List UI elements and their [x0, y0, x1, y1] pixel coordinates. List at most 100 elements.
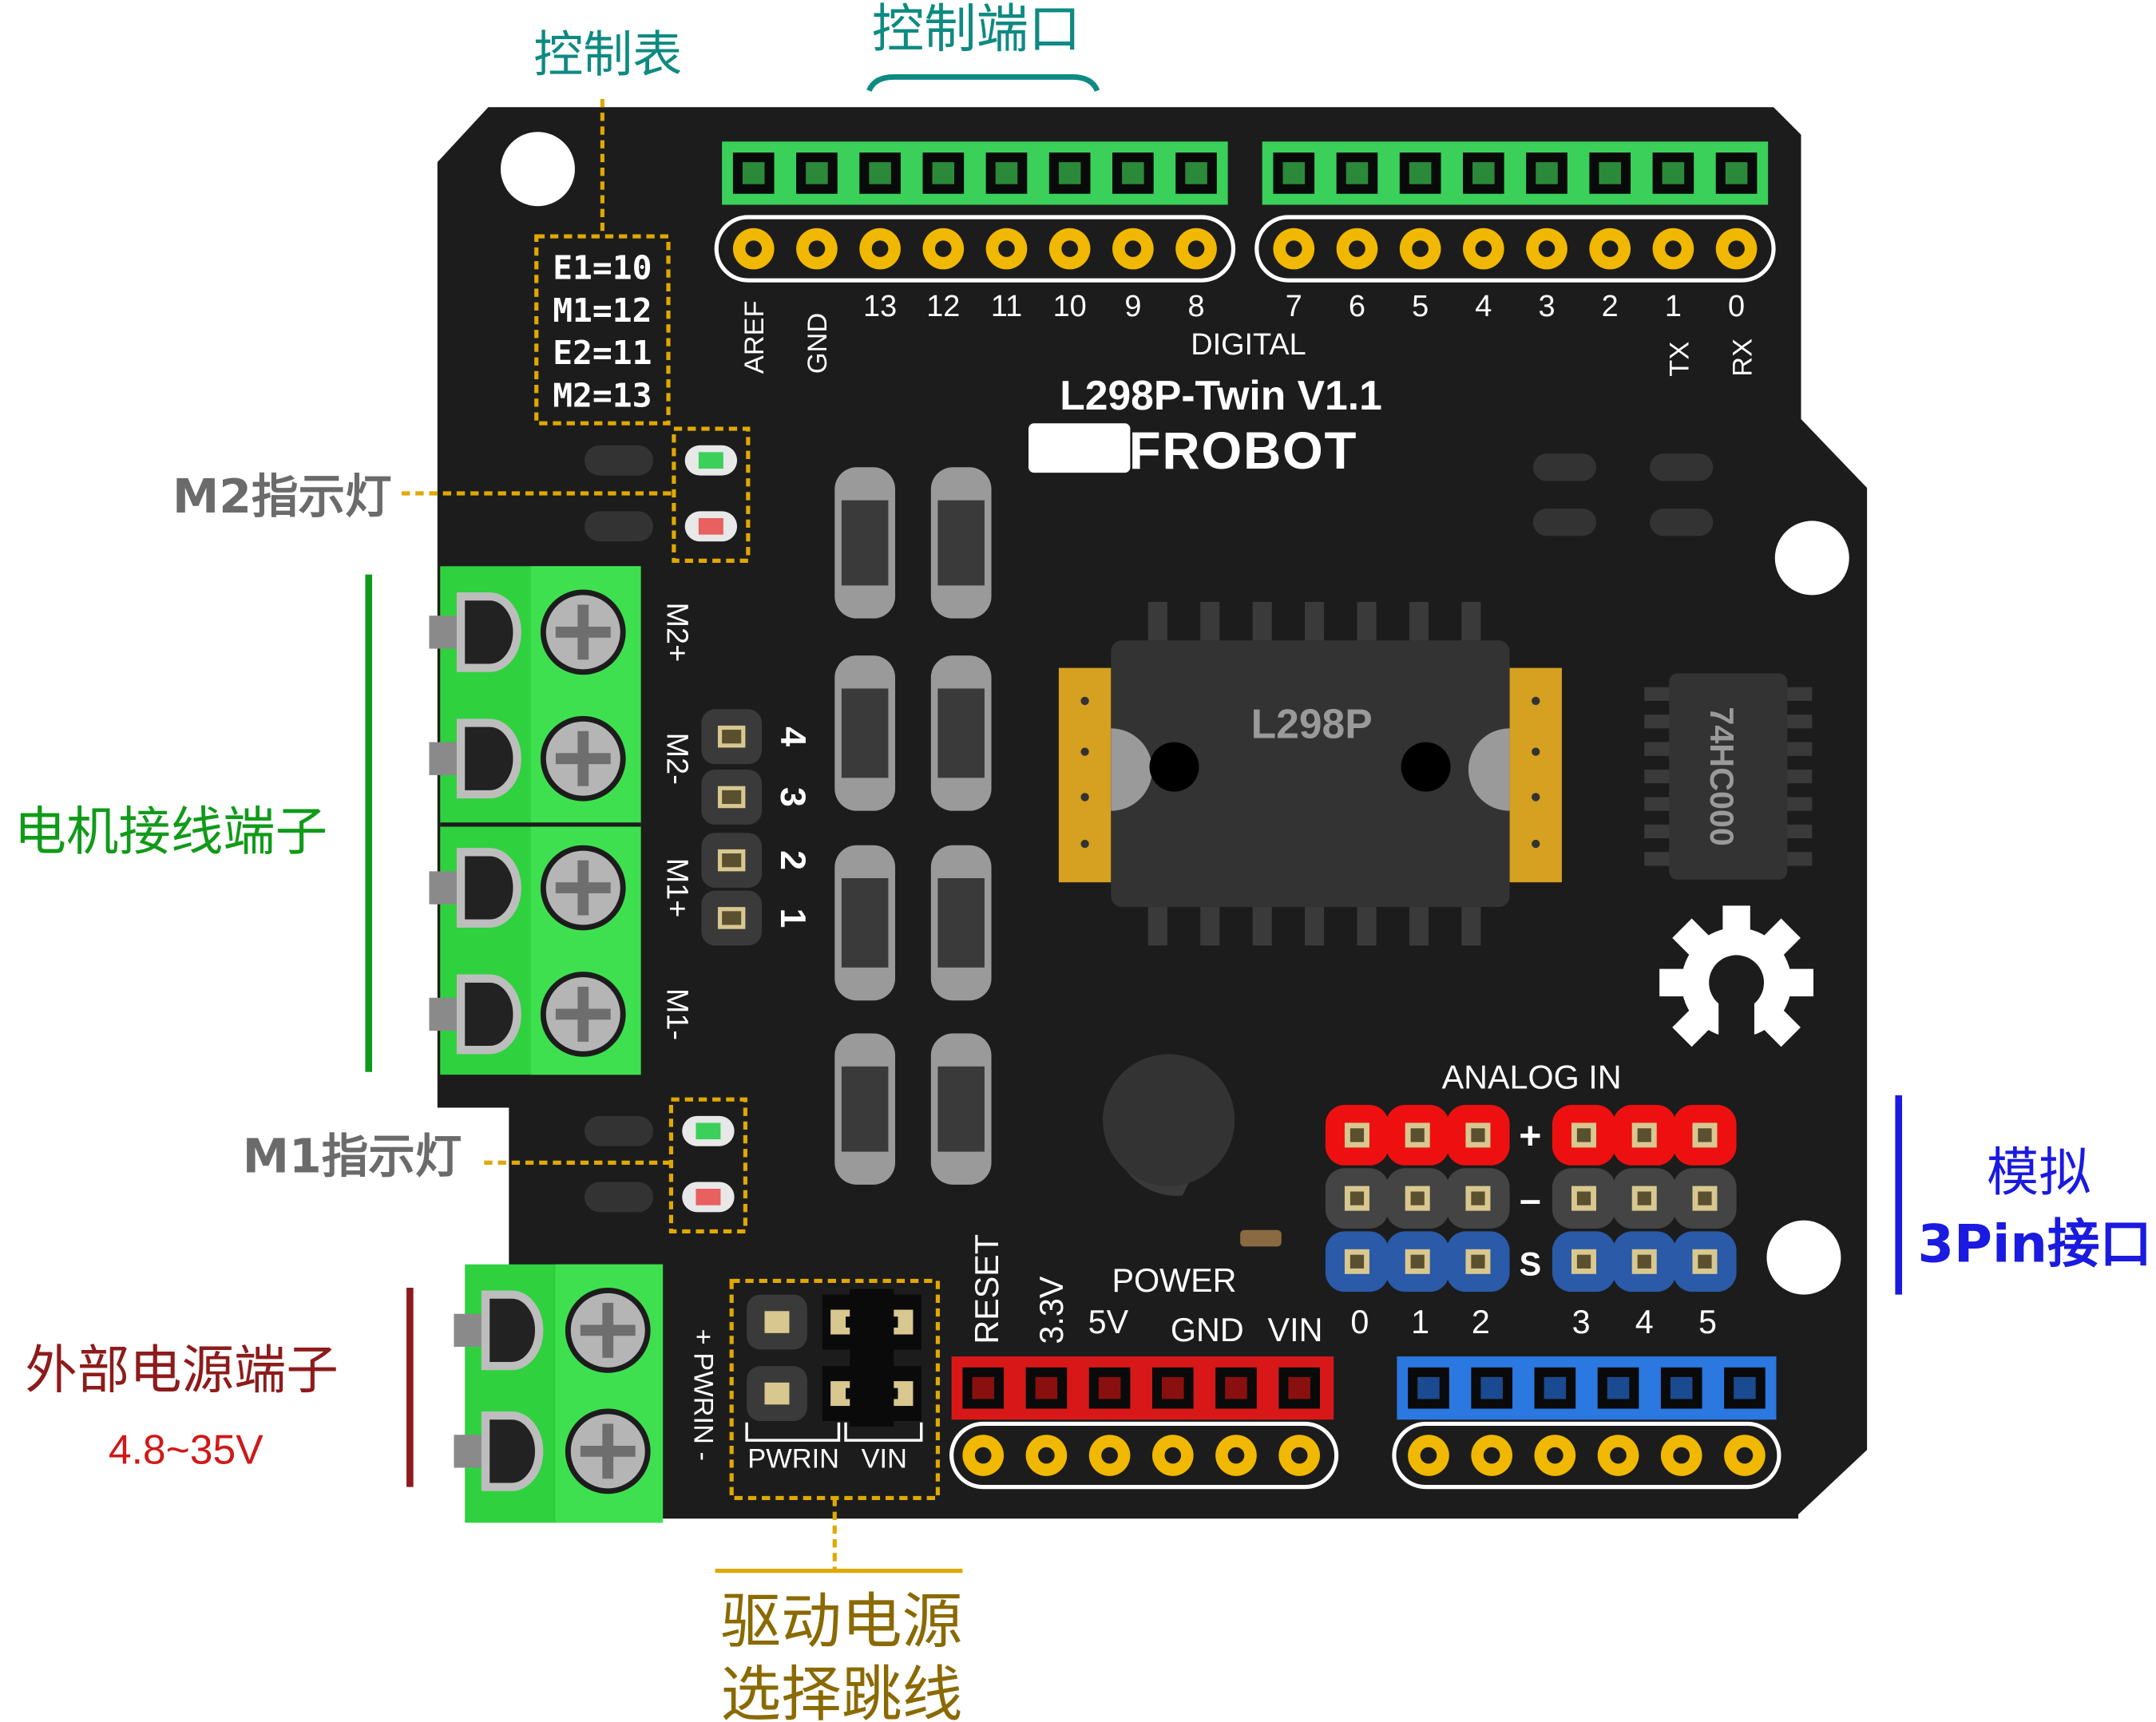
- tx-label: TX: [1664, 342, 1694, 377]
- m2-led-caption: M2指示灯: [172, 469, 392, 524]
- analog-pin-number: 3: [1572, 1304, 1591, 1340]
- power-pin-label: GND: [1171, 1312, 1244, 1348]
- analog-minus-label: –: [1520, 1178, 1541, 1221]
- external-power-caption: 外部电源端子: [25, 1340, 338, 1401]
- led-slot: [1650, 508, 1714, 536]
- open-hardware-gear-icon: [1659, 905, 1813, 1063]
- pwrin-side-label: + PWRIN -: [688, 1329, 719, 1461]
- smd-components: [834, 467, 992, 1185]
- m1-led-caption: M1指示灯: [243, 1129, 462, 1183]
- power-pin-label: RESET: [969, 1234, 1005, 1344]
- motor-terminal-label: M1-: [660, 988, 693, 1040]
- terminal-clamp: [429, 742, 460, 775]
- brand-logo-bg: [1028, 423, 1131, 473]
- terminal-clamp: [429, 616, 460, 649]
- terminal-wire-entry: [456, 592, 521, 672]
- l298p-chip-label: L298P: [1251, 700, 1373, 746]
- digital-pin-label: 8: [1188, 290, 1205, 323]
- motor-terminal-label: M2+: [660, 603, 693, 663]
- m2-led-area: [584, 426, 751, 563]
- analog-title: ANALOG IN: [1442, 1059, 1622, 1095]
- buzzer-body: [1102, 1054, 1235, 1186]
- analog-port-caption-2: 3Pin接口: [1918, 1213, 2152, 1274]
- chip-leg: [1644, 797, 1675, 811]
- control-table-entry: E2=11: [553, 334, 652, 372]
- pwrin-jumper: [747, 1289, 921, 1427]
- motor-terminal-label: M2-: [660, 733, 693, 785]
- chip-leg: [1644, 770, 1675, 784]
- motor-terminal-labels: M2+M2-M1+M1-: [660, 603, 693, 1041]
- control-table-entry: M1=12: [553, 291, 652, 330]
- analog-pin-number: 5: [1698, 1304, 1717, 1340]
- digital-pin-label: 13: [863, 290, 897, 323]
- board-title: L298P-Twin V1.1: [1060, 372, 1382, 418]
- jumper-caption-1: 驱动电源: [720, 1586, 962, 1657]
- terminal-clamp: [429, 871, 460, 905]
- external-power-terminal: [454, 1264, 664, 1523]
- m1-led-area: [584, 1097, 747, 1234]
- mounting-hole: [1766, 1220, 1841, 1295]
- external-power-range: 4.8~35V: [109, 1426, 264, 1472]
- motor-header-number: 3: [773, 787, 813, 807]
- terminal-wire-entry: [456, 848, 521, 928]
- power-label: POWER: [1112, 1262, 1236, 1299]
- digital-section-label: DIGITAL: [1191, 328, 1306, 362]
- analog-port-caption-1: 模拟: [1987, 1142, 2091, 1203]
- jumper-caption-2: 选择跳线: [720, 1659, 962, 1722]
- control-table-box: [534, 234, 671, 426]
- chip-leg: [1781, 824, 1813, 839]
- brand-logo: DFROBOT: [1090, 422, 1357, 480]
- digital-pin-label: 7: [1286, 290, 1302, 323]
- chip-leg: [1781, 852, 1813, 866]
- digital-header-left: [722, 141, 1228, 205]
- motor-terminal-block: [429, 566, 641, 1075]
- motor-header-number: 4: [773, 726, 813, 746]
- chip-leg: [1644, 824, 1675, 839]
- terminal-wire-entry: [481, 1290, 544, 1371]
- analog-signal-label: S: [1520, 1246, 1542, 1283]
- jumper-bracket: [745, 1422, 923, 1442]
- analog-pin-number: 2: [1472, 1304, 1490, 1340]
- hc-chip: 74HC000: [1644, 673, 1813, 880]
- motor-header-number: 2: [773, 850, 813, 870]
- chip-leg: [1644, 687, 1675, 701]
- digital-pin-label: 10: [1053, 290, 1087, 323]
- digital-pin-label: 1: [1665, 290, 1682, 323]
- analog-bottom-header: [1392, 1356, 1781, 1490]
- terminal-wire-entry: [456, 974, 521, 1055]
- terminal-clamp: [454, 1435, 485, 1468]
- control-table-entry: E1=10: [553, 248, 652, 287]
- chip-leg: [1644, 742, 1675, 756]
- terminal-wire-entry: [456, 718, 521, 799]
- jumper-right-label: VIN: [862, 1444, 907, 1475]
- digital-pin-label: 6: [1349, 290, 1365, 323]
- chip-leg: [1781, 715, 1813, 729]
- chip-leg: [1781, 687, 1813, 701]
- analog-pin-number: 0: [1350, 1304, 1369, 1340]
- digital-pin-label: 9: [1124, 290, 1141, 323]
- power-header: [949, 1356, 1339, 1490]
- control-port-bracket: [866, 73, 1100, 93]
- digital-pin-label: 11: [991, 290, 1022, 323]
- mounting-hole: [500, 132, 575, 207]
- chip-leg: [1644, 852, 1675, 866]
- digital-pin-label: 5: [1412, 290, 1429, 323]
- terminal-wire-entry: [481, 1411, 544, 1491]
- digital-header-right: [1262, 141, 1769, 205]
- jumper-left-label: PWRIN: [747, 1444, 839, 1475]
- chip-leg: [1781, 797, 1813, 811]
- digital-pin-label: 0: [1728, 290, 1745, 323]
- led-slot: [1532, 453, 1596, 481]
- power-pin-label: 5V: [1088, 1304, 1129, 1340]
- control-table-entry: M2=13: [553, 377, 652, 415]
- control-port-caption: 控制端口: [872, 0, 1081, 60]
- mounting-hole: [1774, 521, 1849, 596]
